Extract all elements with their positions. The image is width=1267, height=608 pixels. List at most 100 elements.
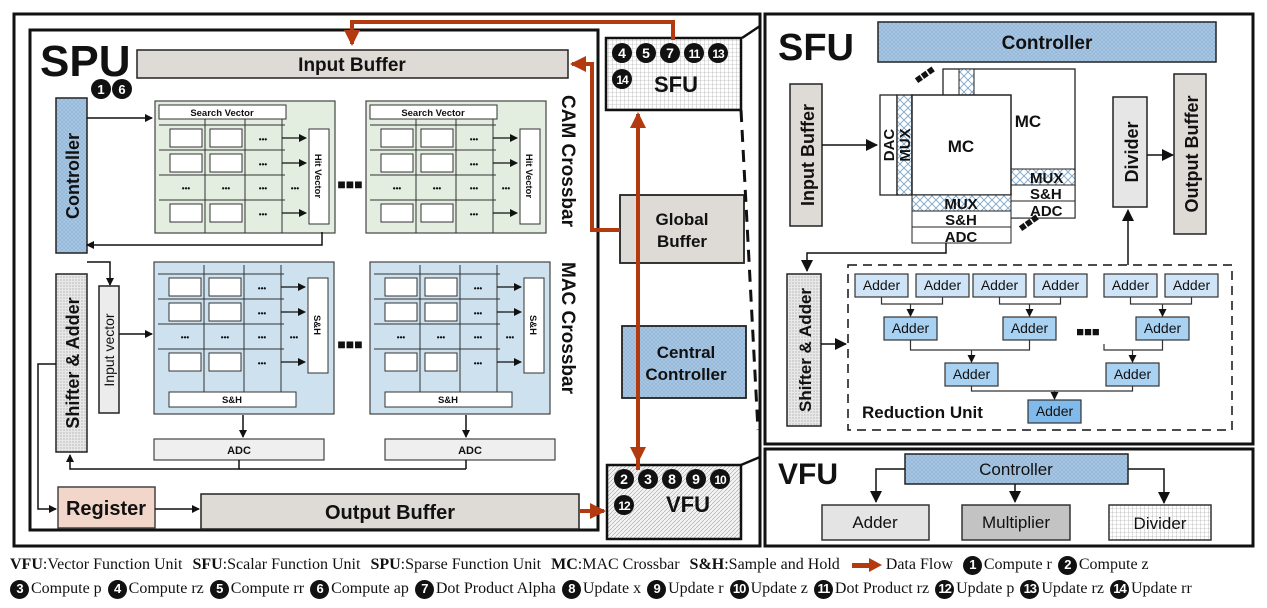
legend-step-label: Update x: [582, 580, 642, 597]
step-number-icon: 7: [414, 579, 434, 599]
svg-text:•••: •••: [291, 184, 300, 193]
spu-input-buffer-label: Input Buffer: [298, 55, 406, 76]
svg-text:S&H: S&H: [438, 395, 458, 406]
sfu-detail-title: SFU: [778, 27, 854, 69]
svg-text:•••: •••: [221, 333, 230, 342]
svg-text:•••: •••: [259, 210, 268, 219]
sfu-input-buffer-label: Input Buffer: [798, 104, 818, 206]
mc-front-adc: ADC: [945, 229, 978, 246]
adc-2: [384, 438, 556, 461]
vfu-adder: [821, 504, 930, 541]
svg-text:•••: •••: [470, 210, 479, 219]
central-controller-label-line2: Controller: [645, 365, 727, 384]
step-number-icon: 5: [209, 579, 229, 599]
crossbar-cell: [168, 302, 202, 322]
sh-horizontal: [168, 391, 297, 408]
legend-abbr-text: :Scalar Function Unit: [222, 556, 361, 573]
crossbar-cell: [424, 277, 458, 297]
svg-text:11: 11: [689, 47, 701, 61]
svg-text:•••: •••: [474, 359, 483, 368]
register: [57, 486, 156, 529]
mux-left-label: MUX: [897, 128, 914, 161]
svg-text:•••: •••: [470, 184, 479, 193]
svg-text:3: 3: [644, 471, 652, 487]
vfu-ctrl-to-divider-arrow: [1128, 468, 1170, 504]
sfu-output-buffer: [1173, 73, 1207, 235]
svg-text:•••: •••: [470, 160, 479, 169]
svg-text:S&H: S&H: [527, 315, 538, 335]
svg-text:7: 7: [666, 45, 674, 61]
ctrl-to-input-vector-arrow: [87, 261, 114, 286]
crossbar-cell: [384, 302, 418, 322]
adder-ellipsis: ■■■: [1076, 324, 1100, 339]
crossbar-cell: [384, 352, 418, 372]
svg-text:•••: •••: [474, 284, 483, 293]
adc-1-label: ADC: [227, 445, 251, 457]
vfu-divider-label: Divider: [1134, 514, 1187, 533]
global-buffer[interactable]: [619, 194, 745, 264]
sfu-controller-label: Controller: [1002, 33, 1093, 54]
badge-1: [91, 79, 111, 99]
legend-step-label: Update rr: [1130, 580, 1192, 597]
svg-text:Adder: Adder: [1036, 403, 1074, 419]
vfu-detail-title: VFU: [778, 458, 838, 491]
crossbar-cell: [208, 352, 242, 372]
legend-step-label: Compute rz: [128, 580, 204, 597]
mac-between-ellipsis: ■■■: [337, 336, 362, 352]
sfu-divider-label: Divider: [1122, 121, 1142, 182]
badge-13: [708, 43, 728, 63]
hit-vector: [519, 128, 541, 225]
step-number-icon: 8: [561, 579, 581, 599]
svg-text:Adder: Adder: [892, 320, 930, 336]
search-vector-label: Search Vector: [190, 108, 254, 119]
legend-data-flow: Data Flow: [850, 554, 953, 576]
legend-step-label: Compute ap: [331, 580, 409, 597]
badge-10: [710, 469, 730, 489]
legend-abbr: SFU: [192, 556, 223, 573]
reduction-unit-label: Reduction Unit: [862, 403, 983, 422]
legend-data-flow-label: Data Flow: [885, 556, 953, 573]
legend-abbreviation: SPU:Sparse Function Unit: [370, 554, 541, 576]
legend-abbr-text: :Sample and Hold: [724, 556, 840, 573]
crossbar-cell: [384, 277, 418, 297]
sfu-controller: [877, 21, 1217, 63]
sfu-input-buffer: [789, 83, 823, 227]
legend-step-label: Update rz: [1041, 580, 1104, 597]
vfu-controller-label: Controller: [979, 460, 1053, 479]
legend-abbr-text: :Sparse Function Unit: [400, 556, 542, 573]
crossbar-cell: [424, 302, 458, 322]
step-number-icon: 12: [935, 579, 955, 599]
vfu-divider: [1108, 504, 1212, 541]
legend-abbr-text: :Vector Function Unit: [42, 556, 183, 573]
central-controller[interactable]: [621, 325, 747, 399]
badge-14: [612, 69, 632, 89]
crossbar-cell: [209, 128, 243, 148]
svg-text:Adder: Adder: [863, 277, 901, 293]
sh-vertical: [307, 277, 329, 374]
sh-horizontal: [384, 391, 513, 408]
search-vector: [369, 104, 498, 120]
mc-back-mux: MUX: [1030, 170, 1063, 187]
crossbar-cell: [208, 277, 242, 297]
crossbar-cell: [169, 153, 203, 173]
step-number-icon: 6: [310, 579, 330, 599]
legend-step-label: Compute r: [983, 556, 1052, 573]
hit-to-controller-arrow: [86, 232, 323, 249]
crossbar-cell: [168, 352, 202, 372]
mc-back-adc: ADC: [1030, 203, 1063, 220]
cam-crossbar-1: Search Vector•••••••••••••••••••••Hit Ve…: [154, 100, 336, 234]
data-flow-arrow-icon: [851, 558, 882, 572]
svg-text:6: 6: [118, 82, 125, 97]
adc-to-sfu-shifter-arrow: [801, 243, 947, 272]
crossbar-cell: [209, 153, 243, 173]
